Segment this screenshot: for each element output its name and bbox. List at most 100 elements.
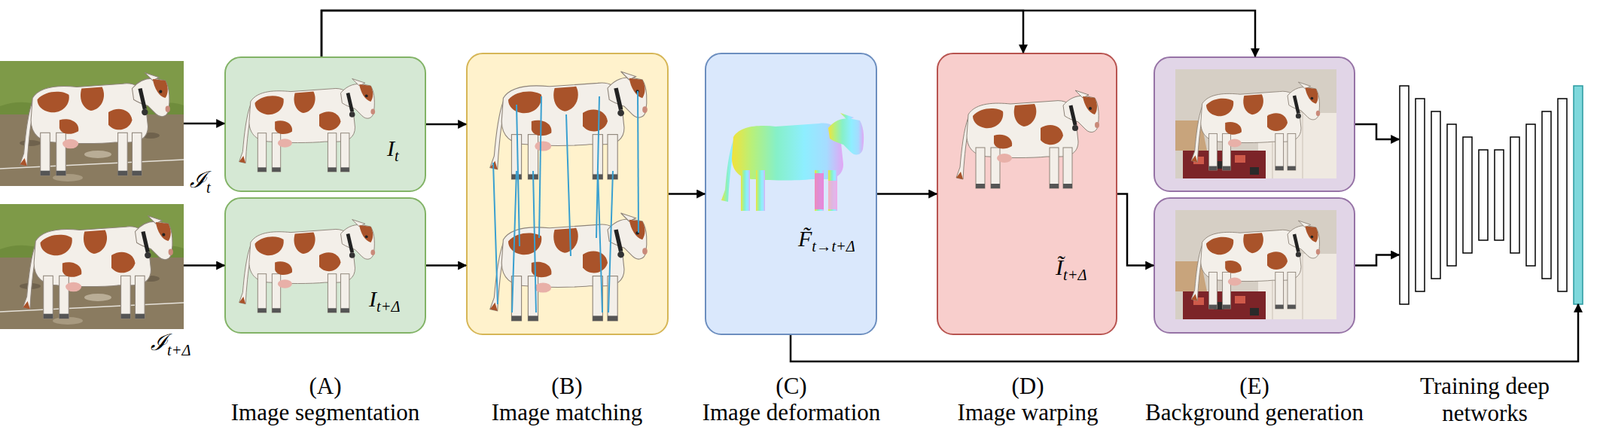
caption-text: Image warping <box>957 399 1099 427</box>
flow-field-cow <box>721 112 864 211</box>
flow-arrow <box>790 304 1579 362</box>
illustration-part <box>1191 220 1320 309</box>
math-symbol: ℐt+Δ <box>150 329 191 359</box>
math-base: Ĩ <box>1055 254 1064 280</box>
illustration-part <box>1557 98 1567 292</box>
flow-arrow <box>321 10 1024 57</box>
illustration-part <box>956 90 1100 189</box>
illustration-part <box>516 104 520 247</box>
math-base: ℐ <box>150 329 168 355</box>
illustration-part <box>814 173 824 210</box>
composited-frames <box>1175 69 1337 320</box>
input-frame: ℐt <box>0 60 184 186</box>
illustration-part <box>0 204 184 330</box>
math-symbol: F̃t→t+Δ <box>798 225 856 255</box>
illustration-part <box>1431 111 1441 279</box>
illustration-part <box>533 170 537 313</box>
math-base: ℐ <box>189 167 207 192</box>
matching-illustration <box>490 71 648 321</box>
flow-arrow <box>877 192 937 196</box>
flow-arrow <box>668 192 705 196</box>
math-subscript: t <box>206 179 211 196</box>
illustration-part <box>1415 98 1425 292</box>
illustration-part <box>0 60 184 186</box>
illustration-part <box>1447 124 1457 266</box>
caption-text: (D) <box>1011 372 1044 400</box>
illustration-part <box>1573 85 1583 305</box>
flow-arrow <box>183 264 225 267</box>
illustration-part <box>1542 111 1552 279</box>
math-subscript: t+Δ <box>376 298 400 315</box>
illustration-part <box>1175 69 1337 179</box>
math-base: I <box>368 286 377 311</box>
caption-text: (C) <box>775 372 807 400</box>
connectors <box>183 10 1579 362</box>
network: Training deep networks <box>1396 84 1586 305</box>
illustration-part <box>597 170 603 313</box>
illustration-part <box>637 91 639 233</box>
math-symbol: ℐt <box>189 167 211 196</box>
illustration-part <box>1399 85 1409 305</box>
flow-arrow <box>1355 255 1399 266</box>
illustration-part <box>828 180 838 210</box>
illustration-part <box>1478 149 1488 241</box>
illustration-part <box>608 170 613 313</box>
illustration-part <box>1462 137 1472 253</box>
math-symbol: It+Δ <box>368 286 400 315</box>
segmented-frame: It <box>224 56 427 192</box>
illustration-part <box>596 96 600 238</box>
caption-text: Image matching <box>491 399 644 427</box>
deformation-panel: F̃t→t+Δ(C)Image deformation <box>704 52 878 336</box>
composite-frame <box>1153 56 1356 192</box>
math-symbol: Ĩt+Δ <box>1055 254 1087 284</box>
illustration-part <box>490 213 648 321</box>
math-base: F̃ <box>798 225 812 251</box>
matching-panel: (B)Image matching <box>466 52 669 336</box>
illustration-part <box>512 170 517 313</box>
segmented-frame: It+Δ(A)Image segmentation <box>224 197 427 334</box>
segmented-cows <box>239 79 376 314</box>
math-symbol: It <box>387 135 400 165</box>
illustration-part <box>493 162 498 305</box>
composite-frame: (E)Background generation <box>1153 197 1356 334</box>
flow-arrow <box>321 10 1256 57</box>
caption-text: Image segmentation <box>231 399 421 427</box>
illustration-part <box>1175 210 1337 320</box>
caption-text: Background generation <box>1145 399 1364 427</box>
warped-cow <box>956 90 1100 189</box>
illustration-part <box>1526 124 1536 266</box>
math-subscript: t <box>394 147 400 165</box>
math-subscript: t+Δ <box>1063 266 1087 284</box>
warping-panel: Ĩt+Δ(D)Image warping <box>936 52 1118 336</box>
caption-text: (B) <box>551 372 583 400</box>
illustration-part <box>566 114 571 256</box>
math-subscript: t→t+Δ <box>811 237 855 255</box>
illustration-part <box>490 71 648 180</box>
flow-arrow <box>183 122 225 125</box>
illustration-part <box>1494 149 1504 241</box>
illustration-part <box>239 219 376 314</box>
caption-text: Training deep networks <box>1409 372 1561 427</box>
flow-arrow <box>1117 194 1154 266</box>
illustration-part <box>721 112 864 211</box>
math-base: I <box>387 135 395 161</box>
input-photos <box>0 60 184 330</box>
illustration-part <box>539 96 542 238</box>
flow-arrow <box>426 264 467 267</box>
illustration-part <box>1191 82 1320 171</box>
illustration-part <box>239 79 376 173</box>
caption-text: Image deformation <box>702 399 881 427</box>
illustration-part <box>1510 137 1520 253</box>
flow-arrow <box>426 123 467 126</box>
caption-text: (E) <box>1239 372 1270 400</box>
flow-arrow <box>1355 124 1399 140</box>
caption-text: (A) <box>308 372 342 400</box>
illustration-part <box>493 91 639 313</box>
illustration-part <box>19 73 171 177</box>
math-subscript: t+Δ <box>167 341 191 359</box>
input-frame: ℐt+Δ <box>0 204 184 327</box>
network-layers <box>1399 85 1583 305</box>
